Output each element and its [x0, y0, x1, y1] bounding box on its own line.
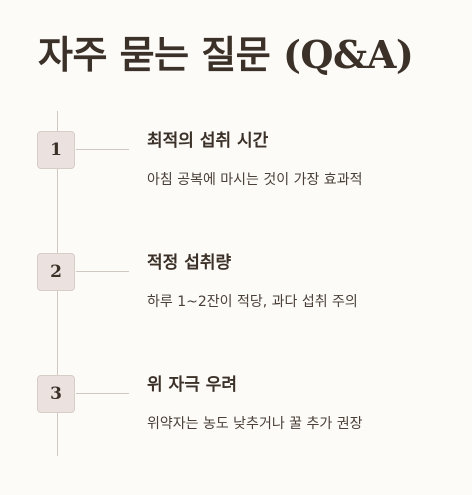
step-connector	[76, 393, 129, 394]
step-connector	[76, 271, 129, 272]
faq-item-title: 적정 섭취량	[147, 253, 232, 273]
faq-item-description: 아침 공복에 마시는 것이 가장 효과적	[147, 172, 363, 188]
step-number-badge: 2	[37, 253, 75, 291]
step-number-badge: 1	[37, 131, 75, 169]
faq-item: 2 적정 섭취량 하루 1~2잔이 적당, 과다 섭취 주의	[0, 253, 472, 373]
faq-item-title: 위 자극 우려	[147, 375, 238, 395]
faq-item-description: 하루 1~2잔이 적당, 과다 섭취 주의	[147, 294, 358, 310]
faq-item: 1 최적의 섭취 시간 아침 공복에 마시는 것이 가장 효과적	[0, 131, 472, 251]
faq-item: 3 위 자극 우려 위약자는 농도 낮추거나 꿀 추가 권장	[0, 375, 472, 495]
faq-item-title: 최적의 섭취 시간	[147, 131, 269, 151]
faq-item-description: 위약자는 농도 낮추거나 꿀 추가 권장	[147, 416, 363, 432]
step-connector	[76, 149, 129, 150]
step-number-badge: 3	[37, 375, 75, 413]
page-title: 자주 묻는 질문 (Q&A)	[38, 32, 414, 77]
